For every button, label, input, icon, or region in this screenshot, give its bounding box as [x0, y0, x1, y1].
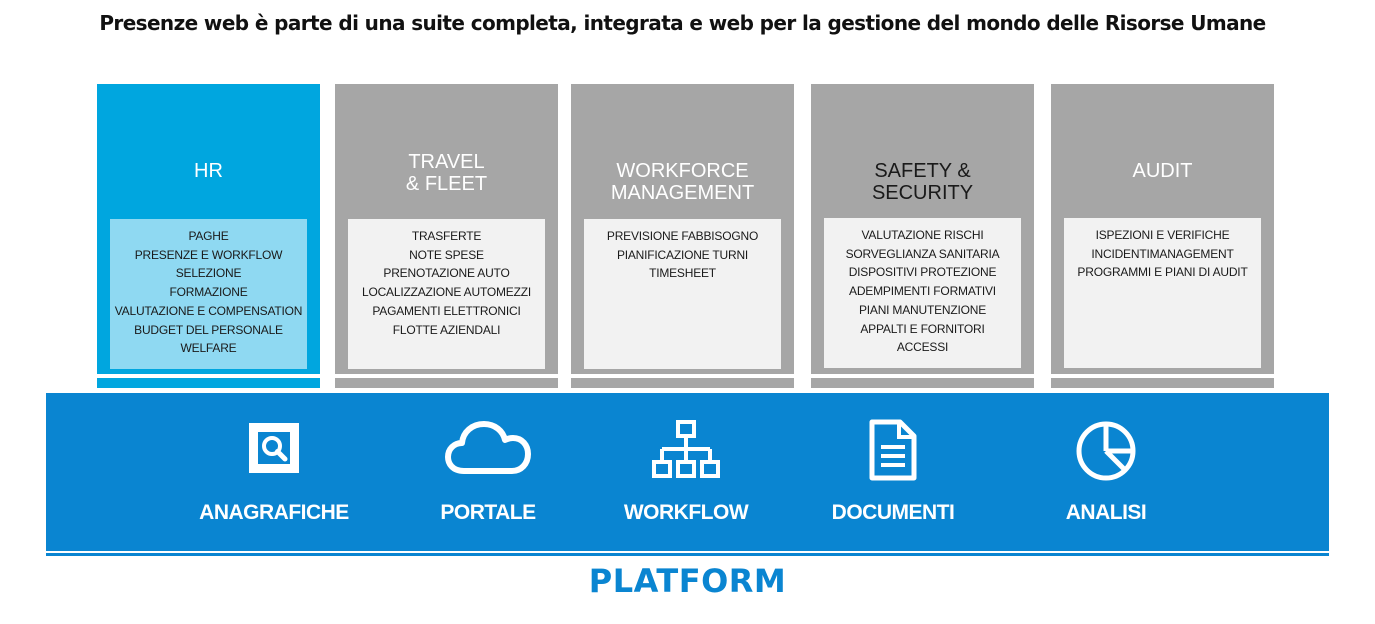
column-title: AUDIT — [1051, 160, 1274, 182]
column-strip-workforce — [571, 378, 794, 388]
column-hr: HR PAGHE PRESENZE E WORKFLOW SELEZIONE F… — [97, 84, 320, 374]
column-title-line: TRAVEL — [408, 151, 485, 173]
document-icon — [868, 419, 918, 486]
column-title-line: SAFETY & — [874, 160, 971, 182]
column-strip-hr — [97, 378, 320, 388]
list-item: FLOTTE AZIENDALI — [392, 322, 501, 337]
list-item: ADEMPIMENTI FORMATIVI — [849, 284, 996, 299]
column-strip-audit — [1051, 378, 1274, 388]
column-items-box: VALUTAZIONE RISCHI SORVEGLIANZA SANITARI… — [824, 218, 1021, 368]
cloud-icon — [444, 419, 532, 484]
list-item: SELEZIONE — [175, 266, 242, 281]
column-safety-security: SAFETY & SECURITY VALUTAZIONE RISCHI SOR… — [811, 84, 1034, 374]
list-item: PROGRAMMI E PIANI DI AUDIT — [1077, 265, 1248, 280]
column-workforce-management: WORKFORCE MANAGEMENT PREVISIONE FABBISOG… — [571, 84, 794, 374]
column-title-line: MANAGEMENT — [610, 182, 755, 204]
column-title: TRAVEL & FLEET — [335, 151, 558, 195]
column-strip-safety — [811, 378, 1034, 388]
list-item: LOCALIZZAZIONE AUTOMEZZI — [361, 285, 531, 300]
column-travel-fleet: TRAVEL & FLEET TRASFERTE NOTE SPESE PREN… — [335, 84, 558, 374]
list-item: ISPEZIONI E VERIFICHE — [1095, 228, 1230, 242]
column-items-box: TRASFERTE NOTE SPESE PRENOTAZIONE AUTO L… — [348, 219, 545, 369]
module-label: WORKFLOW — [623, 501, 749, 524]
module-label: ANALISI — [1065, 501, 1147, 524]
pie-chart-icon — [1074, 419, 1138, 488]
page-heading: Presenze web è parte di una suite comple… — [99, 11, 1266, 35]
list-item: ACCESSI — [896, 340, 949, 355]
column-title-line: SECURITY — [871, 182, 974, 204]
list-item: PRENOTAZIONE AUTO — [383, 266, 510, 281]
column-strip-travel — [335, 378, 558, 388]
column-title: HR — [97, 160, 320, 182]
list-item: DISPOSITIVI PROTEZIONE — [848, 265, 997, 280]
list-item: PAGAMENTI ELETTRONICI — [372, 303, 521, 318]
list-item: NOTE SPESE — [409, 247, 484, 262]
search-document-icon — [245, 419, 303, 482]
platform-title: PLATFORM — [588, 562, 787, 600]
hierarchy-icon — [650, 419, 722, 486]
list-item: SORVEGLIANZA SANITARIA — [845, 246, 1000, 261]
list-item: INCIDENTIMANAGEMENT — [1091, 246, 1234, 261]
column-title-line: HR — [194, 160, 223, 182]
column-audit: AUDIT ISPEZIONI E VERIFICHE INCIDENTIMAN… — [1051, 84, 1274, 374]
list-item: PREVISIONE FABBISOGNO — [606, 229, 759, 243]
list-item: TRASFERTE — [411, 229, 482, 243]
module-label: DOCUMENTI — [831, 501, 955, 524]
column-items-box: PREVISIONE FABBISOGNO PIANIFICAZIONE TUR… — [584, 219, 781, 369]
platform-divider — [46, 553, 1329, 556]
list-item: BUDGET DEL PERSONALE — [134, 322, 283, 337]
column-title-line: AUDIT — [1132, 160, 1193, 182]
list-item: VALUTAZIONE E COMPENSATION — [114, 303, 303, 318]
list-item: PRESENZE E WORKFLOW — [134, 247, 283, 262]
column-title: WORKFORCE MANAGEMENT — [571, 160, 794, 204]
platform-band: ANAGRAFICHE PORTALE — [46, 393, 1329, 551]
column-title: SAFETY & SECURITY — [811, 160, 1034, 204]
module-label: ANAGRAFICHE — [199, 501, 349, 524]
list-item: WELFARE — [180, 341, 237, 356]
list-item: PAGHE — [188, 229, 229, 243]
list-item: VALUTAZIONE RISCHI — [861, 228, 984, 242]
list-item: TIMESHEET — [649, 266, 716, 281]
column-items-box: ISPEZIONI E VERIFICHE INCIDENTIMANAGEMEN… — [1064, 218, 1261, 368]
module-label: PORTALE — [440, 501, 536, 524]
column-items-box: PAGHE PRESENZE E WORKFLOW SELEZIONE FORM… — [110, 219, 307, 369]
column-title-line: WORKFORCE — [616, 160, 749, 182]
list-item: FORMAZIONE — [169, 285, 248, 300]
column-title-line: & FLEET — [405, 173, 488, 195]
list-item: PIANI MANUTENZIONE — [858, 302, 987, 317]
list-item: PIANIFICAZIONE TURNI — [616, 247, 749, 262]
list-item: APPALTI E FORNITORI — [860, 321, 985, 336]
